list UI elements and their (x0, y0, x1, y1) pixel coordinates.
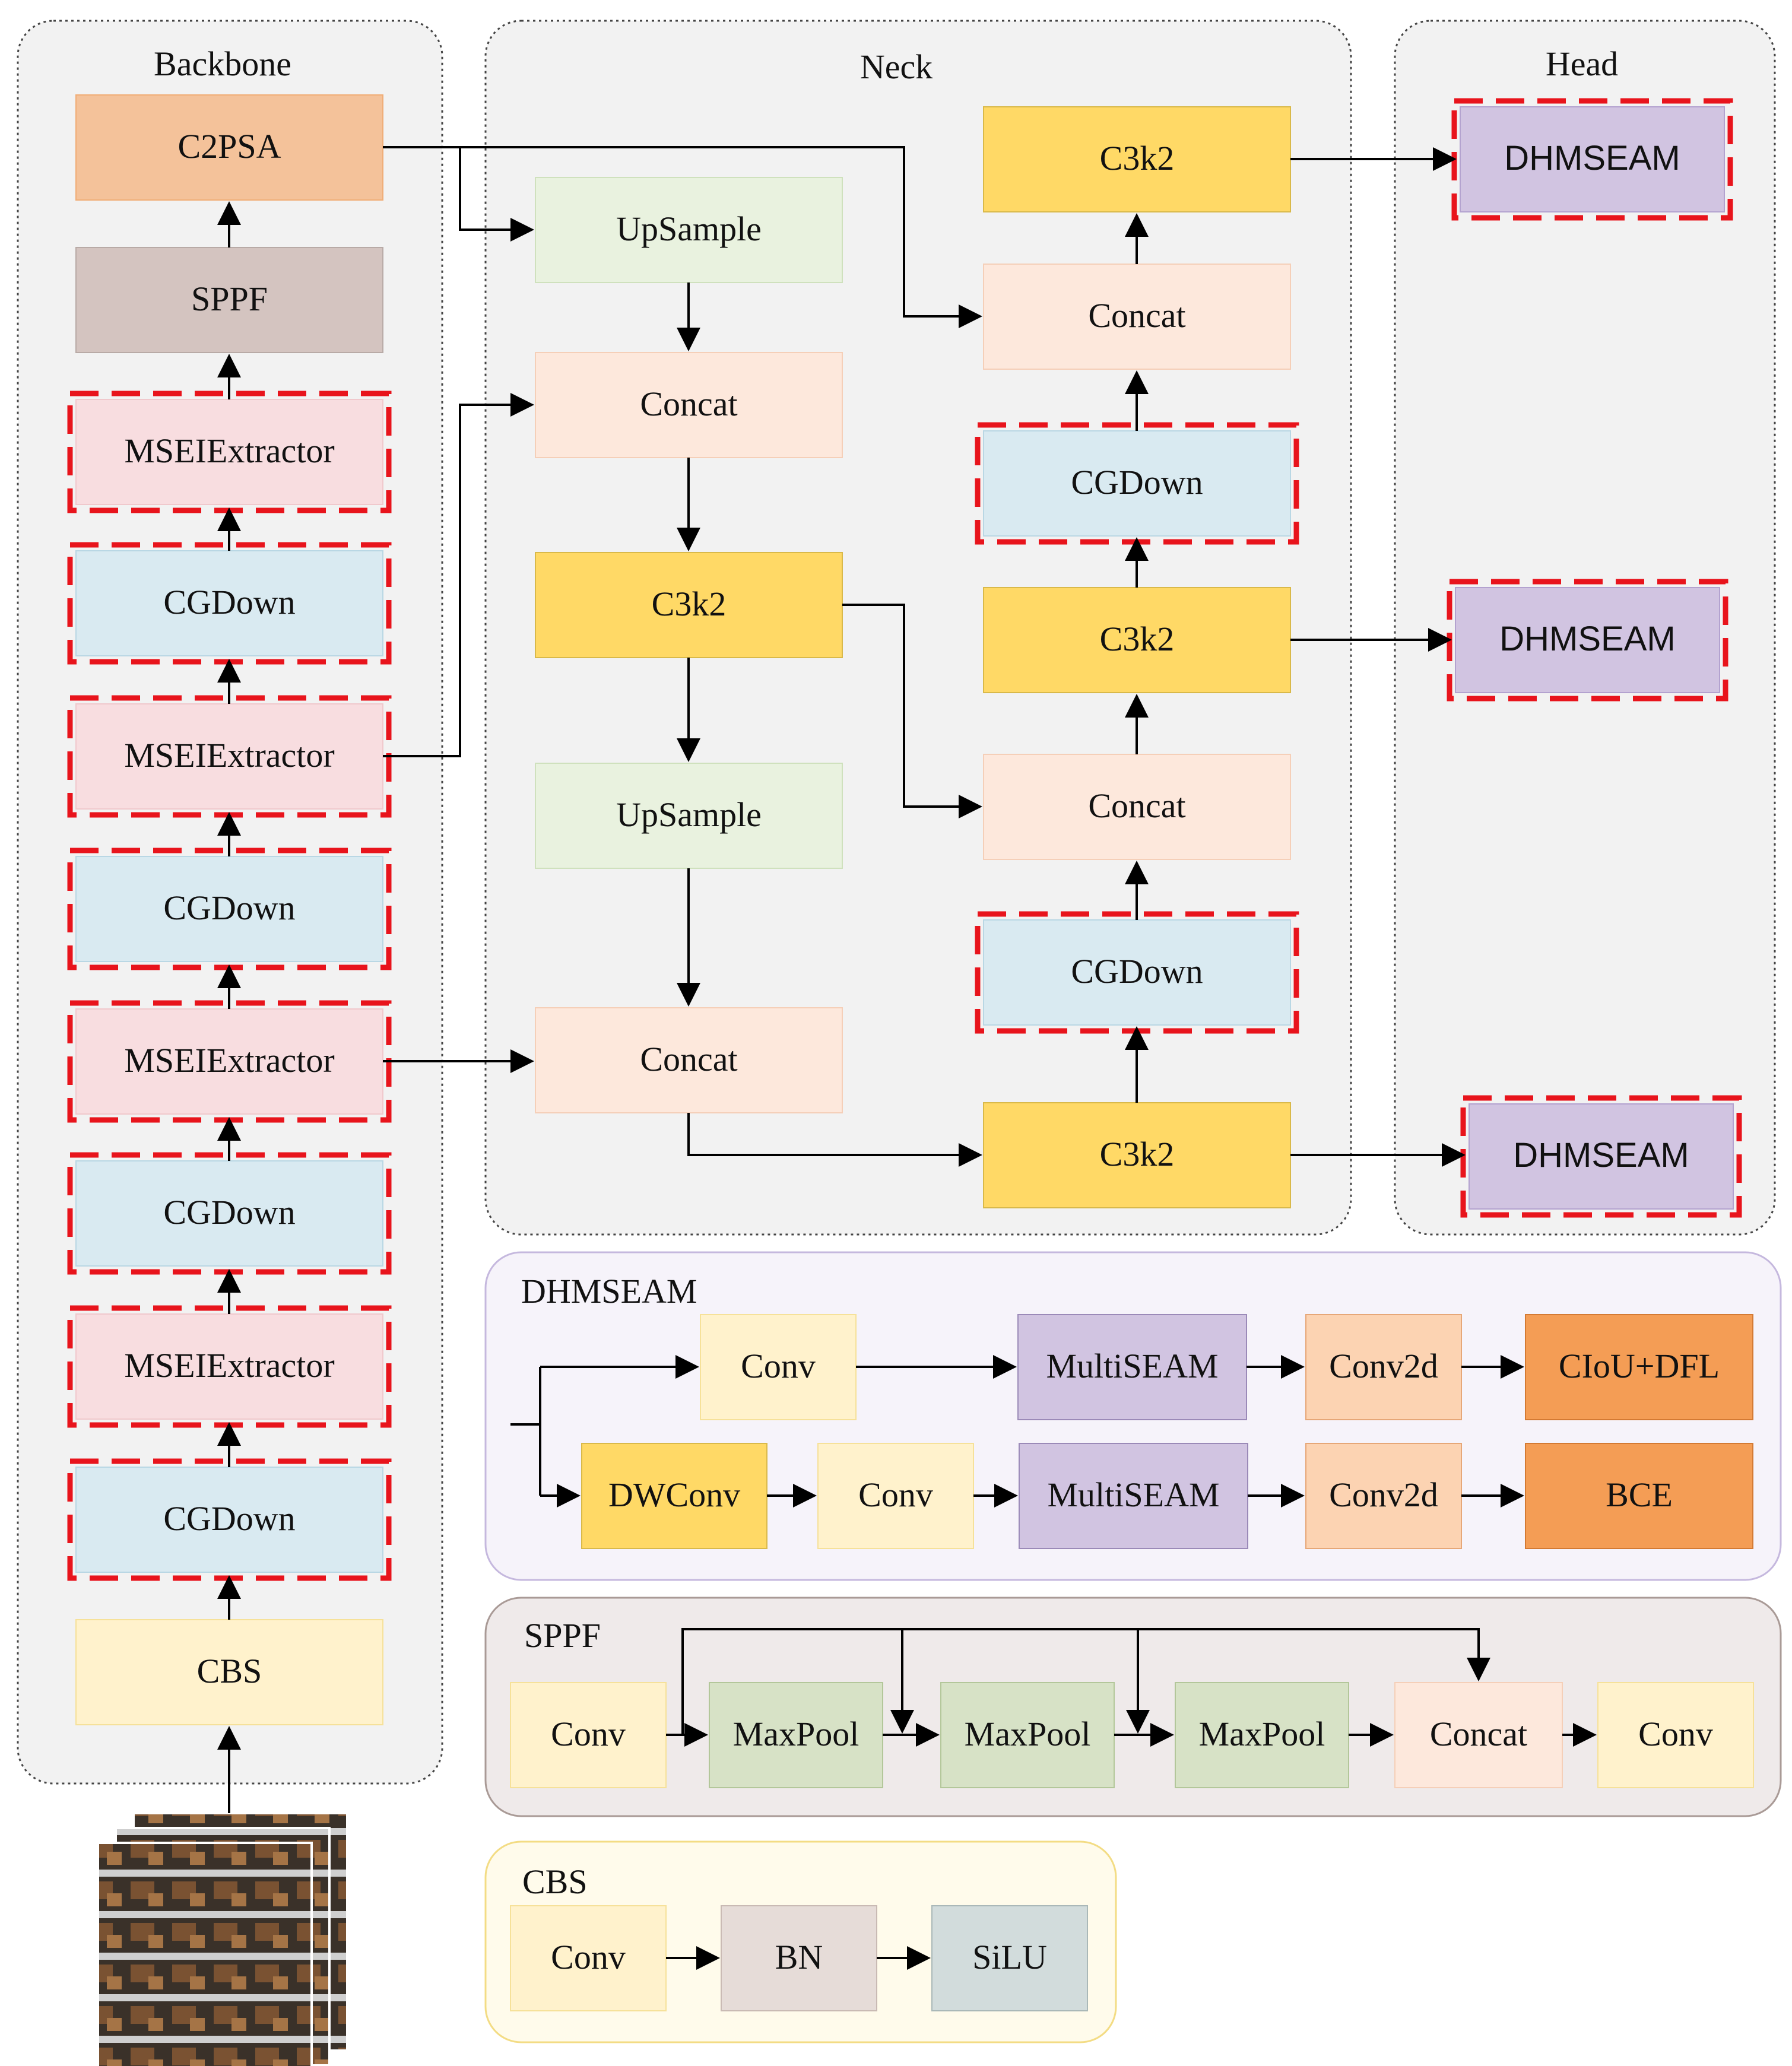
backbone-cgdown-3-block: CGDown (67, 848, 392, 970)
svg-text:MultiSEAM: MultiSEAM (1047, 1475, 1219, 1514)
svg-text:C3k2: C3k2 (1100, 620, 1175, 658)
svg-text:CBS: CBS (197, 1652, 262, 1690)
dhmseam-dwconv-block: DWConv (581, 1443, 767, 1549)
neck-c3k2-top-block: C3k2 (983, 106, 1291, 212)
head-dhmseam-1-block: DHMSEAM (1451, 98, 1733, 221)
svg-text:C2PSA: C2PSA (177, 127, 281, 166)
svg-text:Conv: Conv (551, 1938, 626, 1976)
dhmseam-conv-a-block: Conv (700, 1314, 857, 1420)
sppf-panel (484, 1597, 1782, 1817)
dhmseam-conv-b-block: Conv (817, 1443, 974, 1549)
head-dhmseam-2-block: DHMSEAM (1447, 579, 1728, 702)
neck-concat-1-block: Concat (535, 352, 843, 458)
backbone-c2psa-block: C2PSA (75, 94, 383, 201)
sppf-maxpool-1-block: MaxPool (709, 1682, 883, 1788)
svg-text:Conv: Conv (551, 1715, 626, 1753)
backbone-mseiextractor-2-block: MSEIExtractor (67, 1000, 392, 1123)
neck-cgdown-top-block: CGDown (975, 422, 1299, 545)
svg-text:DWConv: DWConv (608, 1475, 740, 1514)
svg-text:C3k2: C3k2 (1100, 139, 1175, 177)
sppf-maxpool-3-block: MaxPool (1175, 1682, 1349, 1788)
backbone-mseiextractor-3-block: MSEIExtractor (67, 695, 392, 818)
neck-concat-top-block: Concat (983, 264, 1291, 370)
svg-text:MultiSEAM: MultiSEAM (1046, 1347, 1218, 1385)
backbone-cbs-block: CBS (75, 1619, 383, 1725)
input-image-stack (97, 1812, 348, 2066)
svg-text:DHMSEAM: DHMSEAM (1513, 1136, 1689, 1175)
svg-text:Conv2d: Conv2d (1329, 1475, 1438, 1514)
sppf-maxpool-2-block: MaxPool (940, 1682, 1115, 1788)
neck-upsample-2-block: UpSample (535, 763, 843, 869)
sppf-concat-block: Concat (1394, 1682, 1563, 1788)
neck-upsample-1-block: UpSample (535, 177, 843, 283)
svg-text:Conv2d: Conv2d (1329, 1347, 1438, 1385)
backbone-cgdown-4-block: CGDown (67, 542, 392, 665)
dhmseam-conv2d-b-block: Conv2d (1305, 1443, 1462, 1549)
neck-concat-mid-block: Concat (983, 754, 1291, 860)
svg-text:UpSample: UpSample (616, 210, 762, 248)
svg-text:CGDown: CGDown (1071, 952, 1203, 991)
svg-text:Concat: Concat (640, 1040, 737, 1078)
dhmseam-loss-a-block: CIoU+DFL (1525, 1314, 1753, 1420)
backbone-cgdown-1-block: CGDown (67, 1458, 392, 1581)
svg-text:MSEIExtractor: MSEIExtractor (124, 431, 334, 470)
sppf-conv-2-block: Conv (1597, 1682, 1754, 1788)
svg-text:Conv: Conv (858, 1475, 933, 1514)
neck-title: Neck (860, 47, 933, 86)
backbone-mseiextractor-4-block: MSEIExtractor (67, 391, 392, 513)
svg-text:MSEIExtractor: MSEIExtractor (124, 1346, 334, 1385)
svg-text:UpSample: UpSample (616, 795, 762, 834)
neck-concat-2-block: Concat (535, 1007, 843, 1113)
dhmseam-multiseam-a-block: MultiSEAM (1017, 1314, 1247, 1420)
backbone-cgdown-2-block: CGDown (67, 1152, 392, 1275)
svg-text:MSEIExtractor: MSEIExtractor (124, 1041, 334, 1080)
dhmseam-multiseam-b-block: MultiSEAM (1019, 1443, 1248, 1549)
cbs-bn-block: BN (721, 1905, 877, 2011)
svg-text:Conv: Conv (741, 1347, 816, 1385)
svg-text:SiLU: SiLU (972, 1938, 1047, 1976)
head-title: Head (1546, 45, 1618, 83)
svg-text:Concat: Concat (1088, 786, 1185, 825)
svg-text:Concat: Concat (1088, 296, 1185, 335)
svg-text:SPPF: SPPF (191, 280, 268, 318)
svg-text:C3k2: C3k2 (652, 585, 727, 623)
svg-text:CGDown: CGDown (163, 583, 295, 621)
svg-text:BCE: BCE (1606, 1475, 1673, 1514)
backbone-sppf-block: SPPF (75, 247, 383, 353)
svg-text:DHMSEAM: DHMSEAM (1499, 620, 1675, 658)
svg-text:CGDown: CGDown (163, 888, 295, 927)
head-dhmseam-3-block: DHMSEAM (1460, 1095, 1742, 1218)
dhmseam-loss-b-block: BCE (1525, 1443, 1753, 1549)
edges (217, 146, 1597, 1970)
sppf-conv-1-block: Conv (510, 1682, 667, 1788)
svg-text:DHMSEAM: DHMSEAM (1504, 139, 1680, 177)
sppf-panel-title: SPPF (524, 1616, 601, 1655)
backbone-mseiextractor-1-block: MSEIExtractor (67, 1305, 392, 1428)
svg-text:MaxPool: MaxPool (965, 1715, 1091, 1753)
svg-text:BN: BN (775, 1938, 823, 1976)
dhmseam-conv2d-a-block: Conv2d (1305, 1314, 1462, 1420)
svg-text:CIoU+DFL: CIoU+DFL (1559, 1347, 1720, 1385)
svg-text:MSEIExtractor: MSEIExtractor (124, 736, 334, 775)
neck-cgdown-mid-block: CGDown (975, 911, 1299, 1034)
svg-text:CGDown: CGDown (163, 1499, 295, 1538)
cbs-conv-block: Conv (510, 1905, 667, 2011)
cbs-panel-title: CBS (522, 1862, 588, 1901)
svg-text:MaxPool: MaxPool (1199, 1715, 1325, 1753)
dhmseam-panel-title: DHMSEAM (521, 1272, 697, 1310)
svg-text:C3k2: C3k2 (1100, 1135, 1175, 1173)
svg-text:Concat: Concat (1430, 1715, 1527, 1753)
cbs-silu-block: SiLU (931, 1905, 1088, 2011)
svg-text:Conv: Conv (1638, 1715, 1713, 1753)
svg-text:CGDown: CGDown (163, 1193, 295, 1232)
neck-c3k2-1-block: C3k2 (535, 552, 843, 658)
neck-c3k2-bot-block: C3k2 (983, 1102, 1291, 1208)
svg-text:MaxPool: MaxPool (733, 1715, 859, 1753)
svg-text:Concat: Concat (640, 385, 737, 423)
svg-text:CGDown: CGDown (1071, 463, 1203, 502)
neck-c3k2-mid-block: C3k2 (983, 587, 1291, 693)
backbone-title: Backbone (154, 45, 291, 83)
